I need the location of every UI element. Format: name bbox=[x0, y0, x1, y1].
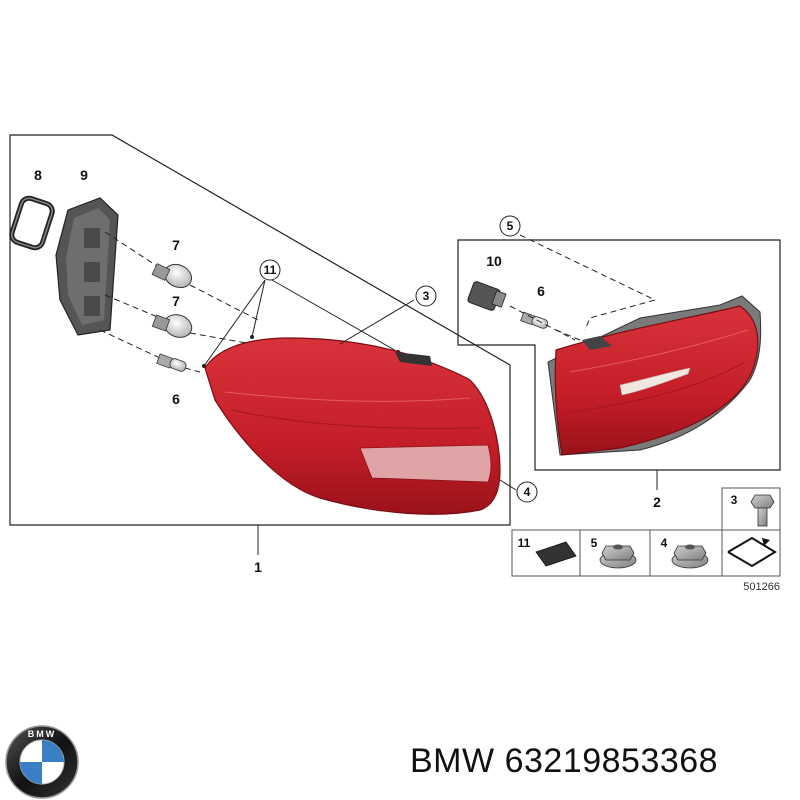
callout-4: 4 bbox=[516, 481, 538, 503]
main-assembly-frame bbox=[9, 134, 511, 526]
small-parts-table bbox=[511, 487, 781, 577]
leader-line bbox=[339, 299, 415, 345]
label-7-upper: 7 bbox=[172, 237, 180, 253]
svg-text:4: 4 bbox=[524, 485, 531, 499]
part-number: 63219853368 bbox=[504, 742, 719, 780]
table-label-3: 3 bbox=[731, 493, 738, 507]
wedge-bulb-inner bbox=[520, 311, 549, 329]
callout-5: 5 bbox=[499, 215, 521, 237]
brand-name: BMW bbox=[410, 742, 495, 780]
svg-text:3: 3 bbox=[423, 289, 430, 303]
label-9: 9 bbox=[80, 167, 88, 183]
svg-text:11: 11 bbox=[264, 263, 277, 277]
bulb-socket bbox=[467, 281, 507, 311]
inner-tail-light bbox=[547, 295, 762, 456]
table-label-4: 4 bbox=[661, 536, 668, 550]
table-label-5: 5 bbox=[591, 536, 598, 550]
bulb-upper bbox=[151, 263, 193, 289]
inner-assembly-frame bbox=[457, 239, 781, 471]
inner-dash-lines bbox=[509, 234, 657, 341]
label-8: 8 bbox=[34, 167, 42, 183]
screw-icon bbox=[750, 494, 775, 527]
bulb-lower bbox=[151, 314, 193, 338]
clip-point bbox=[250, 335, 254, 339]
bmw-logo: BMW bbox=[5, 725, 79, 799]
label-10: 10 bbox=[486, 253, 502, 269]
table-label-11: 11 bbox=[518, 536, 531, 550]
bulb-carrier bbox=[55, 197, 119, 336]
flange-nut-icon-4 bbox=[671, 544, 709, 569]
reference-code: 501266 bbox=[743, 581, 780, 593]
label-1: 1 bbox=[254, 559, 262, 575]
assembly-dash-lines bbox=[99, 231, 259, 373]
sheet-symbol-icon bbox=[727, 536, 777, 568]
outer-tail-light bbox=[204, 337, 501, 515]
label-2: 2 bbox=[653, 494, 661, 510]
label-6-outer: 6 bbox=[172, 391, 180, 407]
clip-icon bbox=[535, 541, 577, 567]
logo-lettering: BMW bbox=[28, 729, 57, 739]
wedge-bulb-outer bbox=[156, 353, 187, 372]
leader-line bbox=[499, 479, 517, 491]
svg-text:5: 5 bbox=[507, 219, 514, 233]
flange-nut-icon-5 bbox=[599, 544, 637, 569]
callout-3: 3 bbox=[415, 285, 437, 307]
label-7-lower: 7 bbox=[172, 293, 180, 309]
gasket-ring bbox=[9, 195, 55, 251]
callout-11: 11 bbox=[259, 259, 281, 281]
label-6-inner: 6 bbox=[537, 283, 545, 299]
clip-leader-lines bbox=[203, 279, 399, 367]
